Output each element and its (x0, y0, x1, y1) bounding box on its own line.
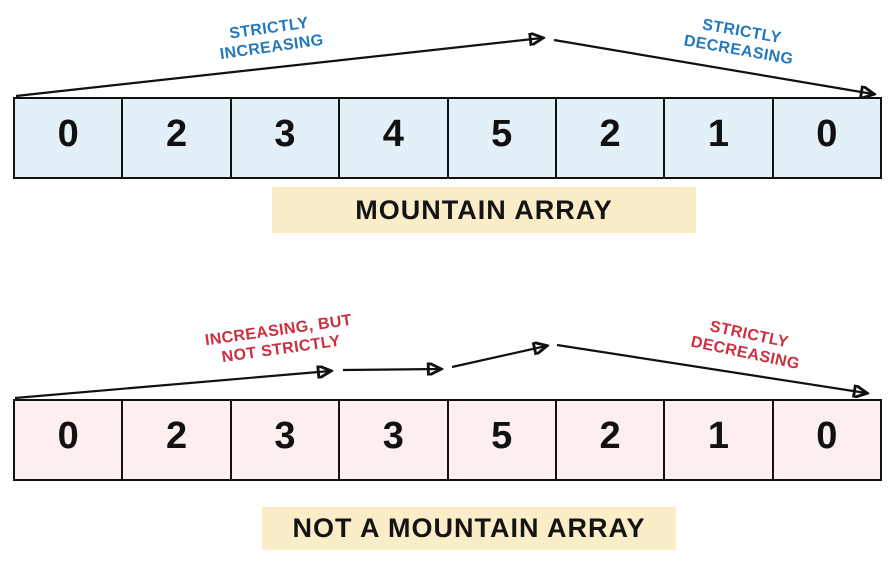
rising-to-peak-arrow (451, 346, 546, 369)
array-cell: 1 (665, 99, 774, 177)
array-cell: 5 (449, 401, 557, 479)
mountain-array-row: 0 2 3 4 5 2 1 0 (13, 97, 882, 179)
increasing-not-strictly-label: INCREASING, BUT NOT STRICTLY (168, 307, 391, 375)
array-cell: 5 (449, 99, 557, 177)
array-cell: 0 (816, 112, 838, 155)
array-cell: 1 (665, 401, 774, 479)
mountain-array-caption: MOUNTAIN ARRAY (272, 187, 696, 233)
strictly-decreasing-label: STRICTLY DECREASING (648, 8, 832, 76)
array-cell: 2 (557, 99, 666, 177)
array-cell: 3 (340, 401, 449, 479)
array-cell: 3 (232, 99, 341, 177)
array-cell: 0 (15, 401, 124, 479)
array-cell: 2 (557, 401, 666, 479)
not-mountain-array-row: 0 2 3 3 5 2 1 0 (13, 399, 882, 481)
not-mountain-array-caption: NOT A MOUNTAIN ARRAY (262, 507, 676, 550)
array-cell: 2 (123, 99, 232, 177)
array-cell: 2 (123, 401, 232, 479)
array-cell: 4 (340, 99, 449, 177)
strictly-increasing-label: STRICTLY INCREASING (176, 7, 364, 70)
strictly-decreasing-label-bottom: STRICTLY DECREASING (655, 308, 839, 382)
array-cell: 3 (232, 401, 341, 479)
flat-arrow-segment (342, 369, 440, 370)
rising-arrow-segment (14, 371, 330, 400)
array-cell: 0 (15, 99, 124, 177)
array-cell: 0 (816, 414, 838, 457)
